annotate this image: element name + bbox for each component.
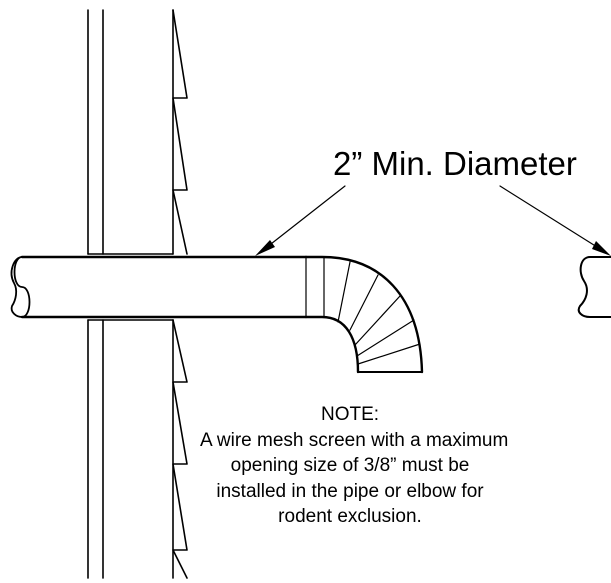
pipe-right-fragment (577, 256, 611, 318)
note-line: installed in the pipe or elbow for (216, 480, 484, 502)
diameter-label: 2” Min. Diameter (333, 145, 577, 182)
note-line: opening size of 3/8” must be (230, 455, 470, 476)
note-block: NOTE: A wire mesh screen with a maximum … (200, 402, 509, 530)
arrowhead-right (592, 241, 611, 256)
pipe-elbow (304, 255, 424, 374)
pipe-break-left (10, 256, 31, 318)
arrowhead-left (255, 240, 275, 256)
leader-arrow-right (499, 185, 606, 253)
siding-lower (172, 319, 188, 579)
note-line: rodent exclusion. (278, 506, 422, 527)
note-line: A wire mesh screen with a maximum (200, 429, 509, 451)
wall-upper (87, 9, 174, 255)
siding-upper (172, 9, 188, 255)
pipe-horizontal (20, 255, 308, 319)
wall-pipe-opening (87, 253, 174, 321)
leader-arrow-left (261, 185, 346, 252)
note-heading: NOTE: (320, 404, 380, 425)
wall-lower (87, 319, 174, 579)
